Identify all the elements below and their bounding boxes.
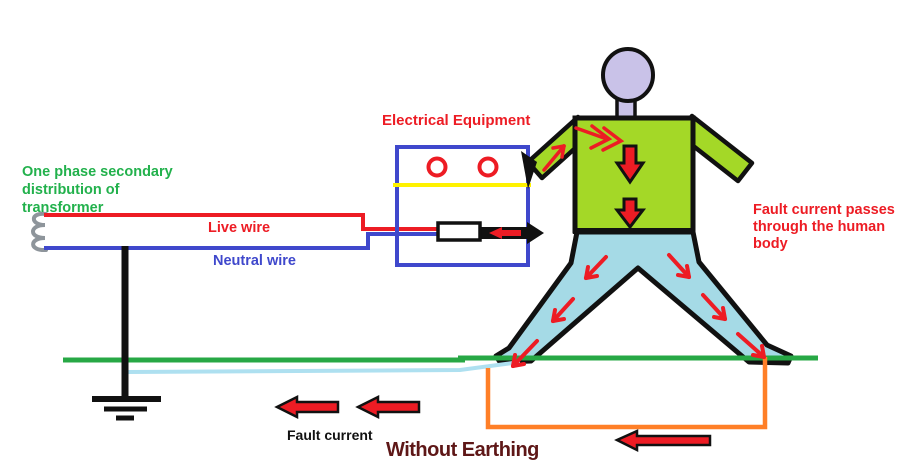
chest-arrow-icon xyxy=(613,197,647,230)
fault-note-line3: body xyxy=(753,236,788,252)
transformer-source xyxy=(31,211,438,253)
fault-return-path xyxy=(485,357,768,430)
labels: One phase secondary distribution of tran… xyxy=(22,112,895,460)
left-foot-arrow-icon xyxy=(511,339,539,368)
live-wire-label: Live wire xyxy=(208,220,270,236)
equipment-box xyxy=(395,145,530,267)
fault-note-line2: through the human xyxy=(753,219,885,235)
electrical-equipment xyxy=(393,145,544,267)
socket-hole-icon xyxy=(477,156,499,178)
neutral-wire-label: Neutral wire xyxy=(213,253,296,269)
fault-current-arrow-icon xyxy=(614,429,712,453)
diagram-title: Without Earthing xyxy=(386,439,539,460)
earth-electrode-symbol xyxy=(92,246,161,421)
right-leg-arrow-icon xyxy=(667,253,691,279)
fault-note-line1: Fault current passes xyxy=(753,202,895,218)
human-figure xyxy=(493,47,794,366)
fault-current-arrow-icon xyxy=(274,394,340,420)
ground-line xyxy=(63,355,818,363)
transformer-label-line2: distribution of xyxy=(22,182,120,198)
ground-current-path xyxy=(127,360,521,374)
transformer-label-line1: One phase secondary xyxy=(22,164,173,180)
fault-current-label: Fault current xyxy=(287,427,373,443)
right-leg-arrow-icon xyxy=(701,293,727,321)
left-leg-arrow-icon xyxy=(551,297,575,323)
chest-arrow-icon xyxy=(614,144,646,185)
live-wire xyxy=(44,213,438,231)
fault-current-arrow-icon xyxy=(355,394,421,420)
right-foot-arrow-icon xyxy=(736,332,766,359)
head xyxy=(601,47,655,103)
left-hand xyxy=(521,151,537,189)
left-leg-arrow-icon xyxy=(584,255,608,280)
current-arrow-icon xyxy=(489,227,521,239)
fault-current-arrows xyxy=(274,124,766,453)
fuse-plug xyxy=(436,221,482,242)
equipment-label: Electrical Equipment xyxy=(382,112,530,129)
shoulder-arrow-icon xyxy=(574,124,625,152)
arm-arrow-icon xyxy=(542,144,566,172)
transformer-coil-icon xyxy=(31,211,48,253)
neutral-wire xyxy=(44,232,438,250)
legs xyxy=(493,229,794,366)
socket-hole-icon xyxy=(426,156,448,178)
transformer-label-line3: transformer xyxy=(22,200,104,216)
